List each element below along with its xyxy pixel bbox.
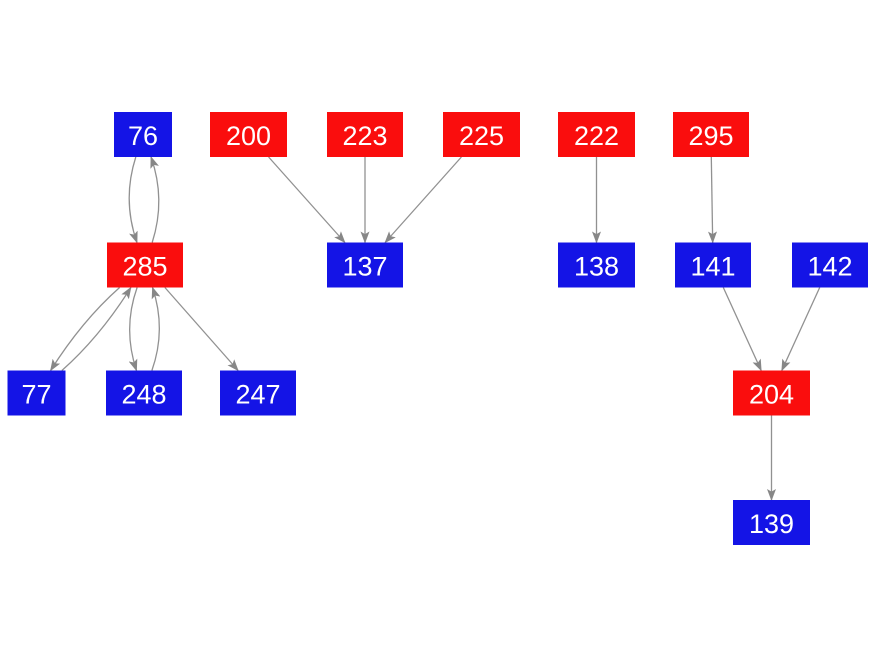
node-box[interactable] [210,112,287,157]
edge-285-248 [128,287,138,372]
edge-142-204 [781,287,821,372]
node-box[interactable] [733,500,810,545]
edge-285-247 [164,287,239,372]
node-box[interactable] [327,112,403,157]
node-77[interactable]: 77 [7,370,66,416]
node-box[interactable] [106,370,182,416]
node-label: 77 [21,380,51,410]
node-label: 137 [342,252,387,282]
node-label: 139 [749,509,794,539]
node-label: 76 [128,121,158,151]
node-box[interactable] [114,112,172,157]
node-label: 141 [690,252,735,282]
node-box[interactable] [443,112,520,157]
node-box[interactable] [107,242,183,288]
edge-77-285 [61,286,132,371]
node-label: 142 [807,252,852,282]
edge-76-285 [128,156,138,244]
node-label: 200 [226,121,271,151]
edge-248-285 [151,286,161,371]
node-box[interactable] [220,370,296,416]
node-box[interactable] [673,112,749,157]
node-label: 247 [235,380,280,410]
edge-225-137 [384,156,462,244]
node-box[interactable] [792,242,868,288]
node-label: 295 [688,121,733,151]
node-label: 248 [121,380,166,410]
node-223[interactable]: 223 [327,112,403,157]
node-247[interactable]: 247 [220,370,296,416]
edge-295-141 [708,156,718,244]
node-295[interactable]: 295 [673,112,749,157]
node-box[interactable] [675,242,751,288]
node-label: 204 [749,380,794,410]
node-label: 225 [459,121,504,151]
node-204[interactable]: 204 [733,370,810,416]
node-76[interactable]: 76 [114,112,172,157]
edge-285-76 [150,156,160,243]
node-225[interactable]: 225 [443,112,520,157]
node-141[interactable]: 141 [675,242,751,288]
node-222[interactable]: 222 [558,112,635,157]
node-box[interactable] [327,242,403,288]
edge-141-204 [722,287,762,372]
node-138[interactable]: 138 [558,242,635,288]
node-box[interactable] [558,242,635,288]
node-142[interactable]: 142 [792,242,868,288]
node-285[interactable]: 285 [107,242,183,288]
node-box[interactable] [733,370,810,416]
node-label: 223 [342,121,387,151]
node-label: 222 [574,121,619,151]
node-137[interactable]: 137 [327,242,403,288]
node-label: 138 [574,252,619,282]
edge-285-77 [50,287,121,372]
edge-200-137 [268,156,346,244]
node-200[interactable]: 200 [210,112,287,157]
node-box[interactable] [558,112,635,157]
node-box[interactable] [7,370,66,416]
node-248[interactable]: 248 [106,370,182,416]
node-139[interactable]: 139 [733,500,810,545]
node-label: 285 [122,252,167,282]
